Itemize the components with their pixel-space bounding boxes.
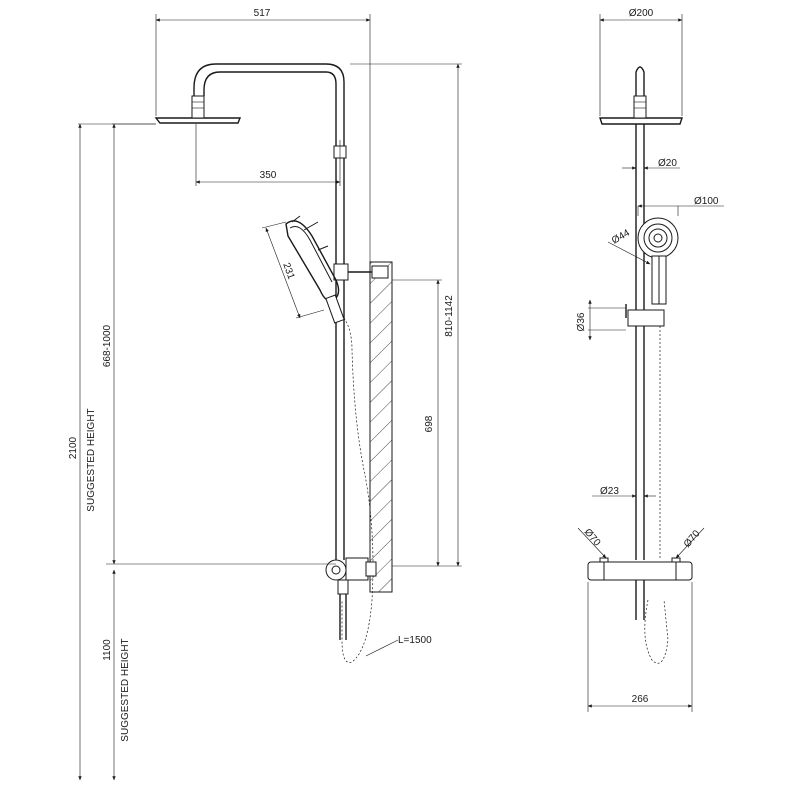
dim-range: 668-1000 (102, 324, 113, 367)
dim-handshower: 231 (280, 261, 296, 281)
front-slide-holder (627, 309, 665, 327)
front-shower-head (599, 117, 683, 125)
dim-arm-diameter: Ø20 (658, 158, 677, 169)
wall-bracket (371, 265, 389, 279)
dim-handshower-diameter: Ø100 (694, 196, 719, 207)
mixer-valve (325, 557, 377, 640)
dim-bar-height: 810-1142 (444, 295, 455, 337)
label-valve-height: SUGGESTED HEIGHT (120, 638, 131, 741)
dim-knob-right: Ø70 (682, 528, 703, 550)
label-total-height: SUGGESTED HEIGHT (86, 408, 97, 511)
front-hand-shower (637, 217, 679, 305)
dim-valve-height: 1100 (102, 639, 113, 661)
shower-arm (193, 63, 345, 146)
hand-shower (285, 215, 345, 324)
dim-bar-center: 698 (424, 415, 435, 432)
dim-body-width: 266 (632, 694, 649, 705)
dim-bracket-diameter: Ø36 (576, 312, 587, 331)
dim-arm-length: 350 (260, 170, 277, 181)
front-mixer-body (587, 557, 693, 620)
dim-hose: L=1500 (398, 635, 432, 646)
wall-hatch (369, 261, 393, 593)
dim-handle-diameter: Ø44 (610, 227, 632, 246)
dim-width-total: 517 (254, 8, 271, 19)
side-view: 517 350 231 810-1142 698 L=1500 2100 SUG… (68, 8, 462, 781)
dim-head-diameter: Ø200 (629, 8, 654, 19)
front-view: Ø200 Ø20 Ø100 Ø44 Ø36 Ø23 Ø70 Ø70 266 (576, 8, 724, 712)
dim-total-height: 2100 (68, 436, 79, 459)
dim-pipe-diameter: Ø23 (600, 486, 619, 497)
shower-head-connector (191, 95, 205, 119)
shower-head (154, 117, 242, 124)
slide-holder (333, 263, 349, 281)
hose (341, 317, 374, 663)
dim-knob-left: Ø70 (582, 527, 603, 549)
